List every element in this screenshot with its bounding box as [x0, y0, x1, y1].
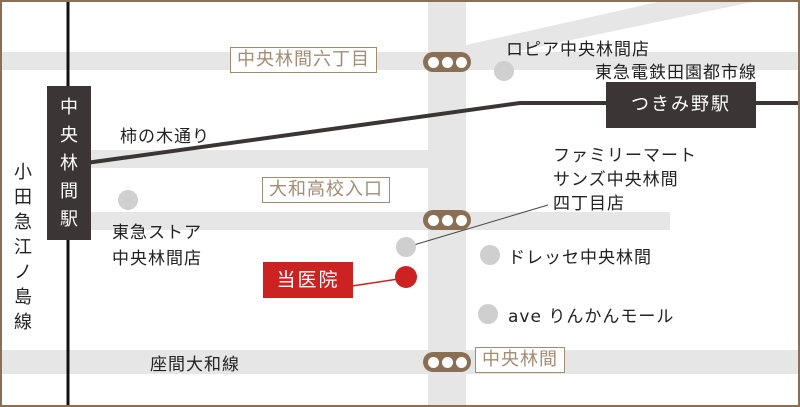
road-zama-yamato — [0, 350, 800, 374]
poi-marker-icon — [396, 237, 416, 257]
zama-yamato-line-label: 座間大和線 — [150, 355, 240, 375]
familymart-leader-line — [406, 204, 549, 248]
road-diagonal-northeast — [466, 0, 762, 62]
intersection-chuo-rinkan-6chome: 中央林間六丁目 — [230, 47, 377, 73]
denentoshi-line-label: 東急電鉄田園都市線 — [595, 63, 757, 83]
traffic-signal-icon — [423, 52, 471, 72]
poi-marker-icon — [118, 190, 138, 210]
destination-label[interactable]: 当医院 — [263, 262, 353, 298]
poi-marker-icon — [494, 61, 514, 81]
kakinoki-dori-label: 柿の木通り — [120, 127, 210, 147]
poi-marker-icon — [478, 304, 498, 324]
intersection-yamato-high-school-entrance: 大和高校入口 — [262, 177, 390, 203]
familymart-label: ファミリーマート サンズ中央林間 四丁目店 — [553, 146, 697, 214]
intersection-chuo-rinkan: 中央林間 — [475, 347, 565, 373]
odakyu-enoshima-line-label: 小田急江ノ島線 — [14, 162, 32, 333]
road-kakinoki-dori — [80, 150, 430, 168]
road-top-horizontal — [0, 52, 800, 70]
ave-label: ave りんかんモール — [508, 307, 675, 327]
tsukimino-station[interactable]: つきみ野駅 — [606, 82, 756, 128]
dresse-label: ドレッセ中央林間 — [508, 248, 652, 268]
destination-pin-icon[interactable] — [395, 266, 417, 288]
traffic-signal-icon — [423, 210, 471, 230]
lopia-label: ロピア中央林間店 — [506, 40, 650, 60]
road-middle-horizontal — [80, 212, 670, 230]
traffic-signal-icon — [423, 352, 471, 372]
chuo-rinkan-station[interactable]: 中央林間駅 — [47, 86, 91, 240]
poi-marker-icon — [480, 245, 500, 265]
tokyu-store-label: 東急ストア 中央林間店 — [112, 223, 202, 269]
